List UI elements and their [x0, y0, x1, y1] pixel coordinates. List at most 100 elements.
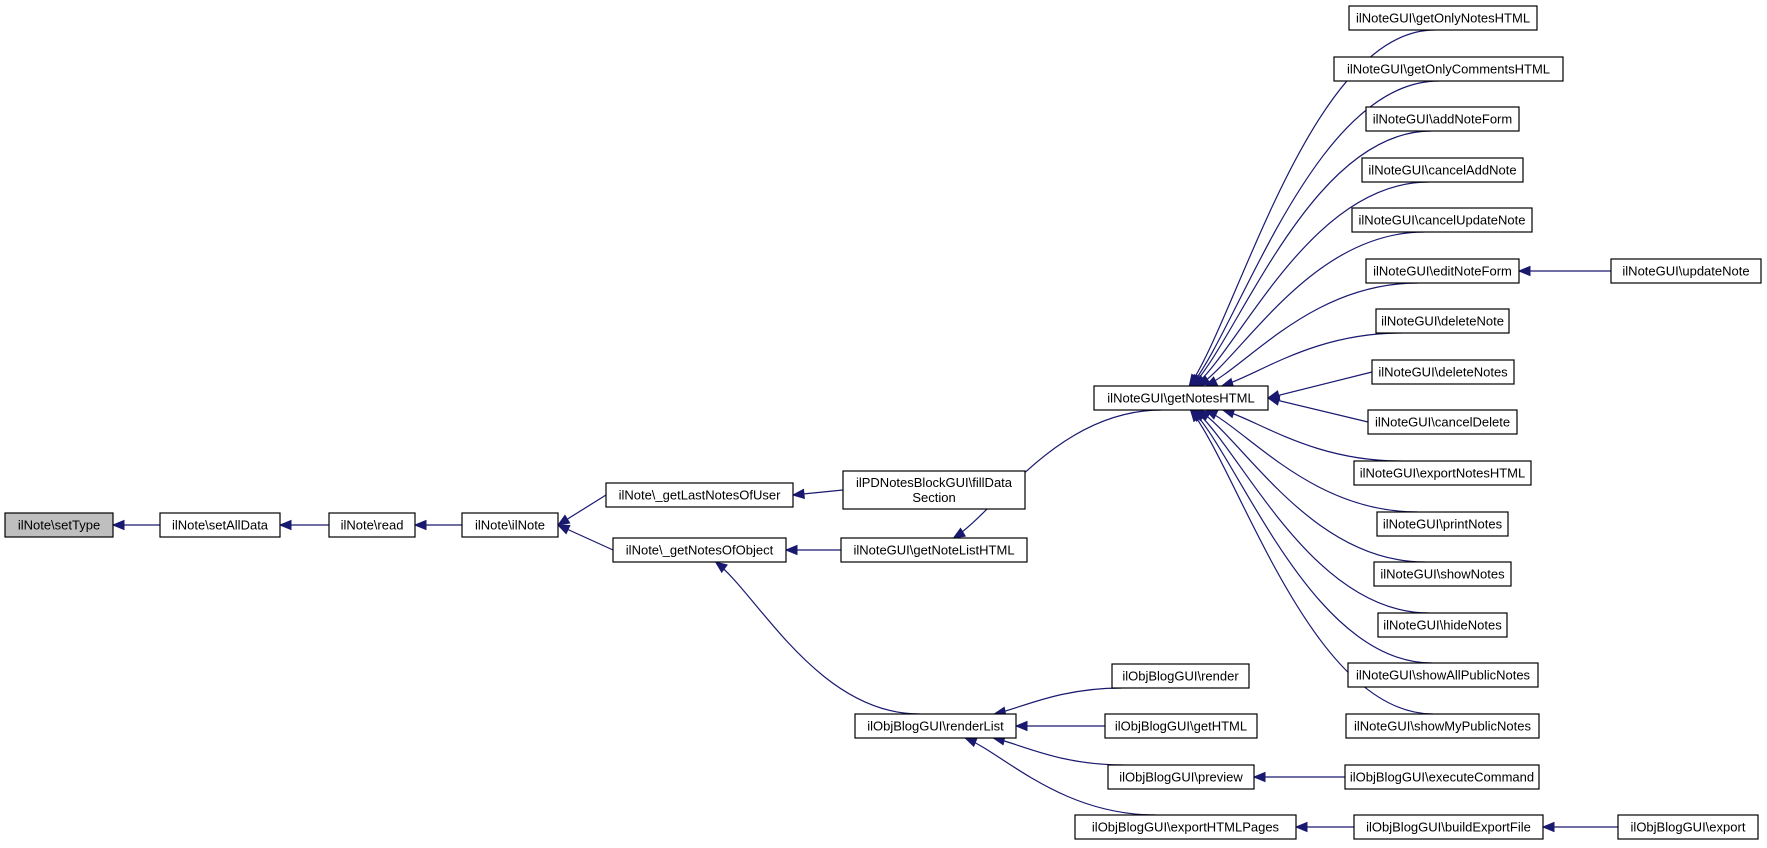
node-buildExportFile[interactable]: ilObjBlogGUI\buildExportFile: [1353, 814, 1544, 840]
node-box: [1373, 561, 1512, 587]
arrowhead: [111, 519, 125, 531]
node-label: Section: [912, 490, 955, 505]
node-getNoteListHTML[interactable]: ilNoteGUI\getNoteListHTML: [840, 537, 1028, 563]
call-edge: [964, 737, 1156, 816]
node-label: ilObjBlogGUI\buildExportFile: [1366, 820, 1531, 835]
call-edge: [1188, 29, 1435, 387]
node-label: ilNoteGUI\hideNotes: [1383, 618, 1502, 633]
node-label: ilObjBlogGUI\preview: [1119, 770, 1243, 785]
node-printNotes[interactable]: ilNoteGUI\printNotes: [1376, 511, 1509, 537]
node-box: [1353, 460, 1532, 486]
call-edge: [1198, 409, 1425, 563]
node-read[interactable]: ilNote\read: [328, 512, 416, 538]
node-ilNote[interactable]: ilNote\ilNote: [461, 512, 559, 538]
arrowhead: [1266, 395, 1281, 406]
node-setType[interactable]: ilNote\setType: [4, 512, 114, 538]
node-box: [1365, 258, 1520, 284]
node-box: [1353, 814, 1544, 840]
node-updateNote[interactable]: ilNoteGUI\updateNote: [1610, 258, 1762, 284]
node-label: ilNote\setType: [18, 518, 100, 533]
node-label: ilNoteGUI\cancelAddNote: [1368, 163, 1516, 178]
arrowhead: [714, 561, 728, 574]
node-showAllPublicNotes[interactable]: ilNoteGUI\showAllPublicNotes: [1347, 662, 1539, 688]
node-render[interactable]: ilObjBlogGUI\render: [1111, 663, 1250, 689]
node-label: ilObjBlogGUI\executeCommand: [1350, 770, 1534, 785]
node-box: [840, 537, 1028, 563]
node-box: [461, 512, 559, 538]
arrowhead: [413, 519, 427, 531]
node-box: [1333, 56, 1564, 82]
node-renderList[interactable]: ilObjBlogGUI\renderList: [854, 713, 1017, 739]
call-edge: [953, 409, 1162, 539]
node-label: ilPDNotesBlockGUI\fillData: [856, 475, 1013, 490]
node-label: ilNoteGUI\deleteNote: [1381, 314, 1504, 329]
arrowhead: [1014, 720, 1028, 732]
node-label: ilObjBlogGUI\exportHTMLPages: [1092, 820, 1280, 835]
node-setAllData[interactable]: ilNote\setAllData: [159, 512, 281, 538]
arrowhead: [278, 519, 292, 531]
call-edge: [1190, 80, 1439, 387]
node-label: ilNoteGUI\addNoteForm: [1373, 112, 1512, 127]
node-box: [1348, 5, 1538, 31]
node-executeCommand[interactable]: ilObjBlogGUI\executeCommand: [1344, 764, 1540, 790]
call-edge: [1194, 409, 1429, 614]
arrowhead: [1517, 265, 1531, 277]
node-box: [1365, 106, 1520, 132]
node-box: [1093, 385, 1269, 411]
node-getLastNotesOfUser[interactable]: ilNote\_getLastNotesOfUser: [605, 482, 794, 508]
node-label: ilNoteGUI\cancelUpdateNote: [1359, 213, 1526, 228]
node-deleteNote[interactable]: ilNoteGUI\deleteNote: [1375, 308, 1510, 334]
node-box: [1111, 663, 1250, 689]
node-exportHTMLPages[interactable]: ilObjBlogGUI\exportHTMLPages: [1074, 814, 1297, 840]
node-label: ilNote\_getNotesOfObject: [626, 543, 774, 558]
node-label: ilNoteGUI\editNoteForm: [1373, 264, 1512, 279]
call-edge: [1267, 371, 1373, 399]
call-edge: [715, 561, 920, 715]
node-box: [1345, 713, 1540, 739]
node-label: ilNote\ilNote: [475, 518, 545, 533]
node-label: ilObjBlogGUI\renderList: [867, 719, 1004, 734]
node-getNotesHTML[interactable]: ilNoteGUI\getNotesHTML: [1093, 385, 1269, 411]
node-hideNotes[interactable]: ilNoteGUI\hideNotes: [1377, 612, 1508, 638]
call-edge: [1267, 397, 1369, 423]
node-box: [1347, 662, 1539, 688]
node-deleteNotes[interactable]: ilNoteGUI\deleteNotes: [1371, 359, 1515, 385]
node-label: ilNoteGUI\showMyPublicNotes: [1354, 719, 1532, 734]
call-edge: [1191, 130, 1432, 387]
node-getHTML[interactable]: ilObjBlogGUI\getHTML: [1104, 713, 1258, 739]
node-label: ilNoteGUI\getOnlyCommentsHTML: [1347, 62, 1550, 77]
node-cancelDelete[interactable]: ilNoteGUI\cancelDelete: [1367, 409, 1518, 435]
node-cancelAddNote[interactable]: ilNoteGUI\cancelAddNote: [1361, 157, 1524, 183]
node-label: ilNoteGUI\deleteNotes: [1378, 365, 1508, 380]
node-editNoteForm[interactable]: ilNoteGUI\editNoteForm: [1365, 258, 1520, 284]
arrowhead: [784, 544, 798, 556]
node-addNoteForm[interactable]: ilNoteGUI\addNoteForm: [1365, 106, 1520, 132]
arrowhead: [963, 737, 978, 748]
node-box: [1074, 814, 1297, 840]
node-label: ilNote\read: [341, 518, 404, 533]
node-label: ilObjBlogGUI\render: [1122, 669, 1239, 684]
node-box: [1376, 511, 1509, 537]
node-getOnlyCommentsHTML[interactable]: ilNoteGUI\getOnlyCommentsHTML: [1333, 56, 1564, 82]
node-showMyPublicNotes[interactable]: ilNoteGUI\showMyPublicNotes: [1345, 713, 1540, 739]
node-getOnlyNotesHTML[interactable]: ilNoteGUI\getOnlyNotesHTML: [1348, 5, 1538, 31]
node-box: [1377, 612, 1508, 638]
call-edge: [1194, 181, 1429, 387]
node-box: [1375, 308, 1510, 334]
node-label: ilNoteGUI\printNotes: [1383, 517, 1503, 532]
node-getNotesOfObject[interactable]: ilNote\_getNotesOfObject: [612, 537, 787, 563]
node-cancelUpdateNote[interactable]: ilNoteGUI\cancelUpdateNote: [1351, 207, 1533, 233]
arrowhead: [1252, 771, 1266, 783]
call-edge: [1205, 409, 1418, 513]
node-box: [854, 713, 1017, 739]
node-export[interactable]: ilObjBlogGUI\export: [1617, 814, 1759, 840]
node-preview[interactable]: ilObjBlogGUI\preview: [1107, 764, 1255, 790]
node-box: [1610, 258, 1762, 284]
arrowhead: [952, 527, 967, 539]
node-label: ilNoteGUI\getOnlyNotesHTML: [1356, 11, 1530, 26]
node-showNotes[interactable]: ilNoteGUI\showNotes: [1373, 561, 1512, 587]
node-label: ilNoteGUI\cancelDelete: [1375, 415, 1510, 430]
node-exportNotesHTML[interactable]: ilNoteGUI\exportNotesHTML: [1353, 460, 1532, 486]
node-box: [1344, 764, 1540, 790]
